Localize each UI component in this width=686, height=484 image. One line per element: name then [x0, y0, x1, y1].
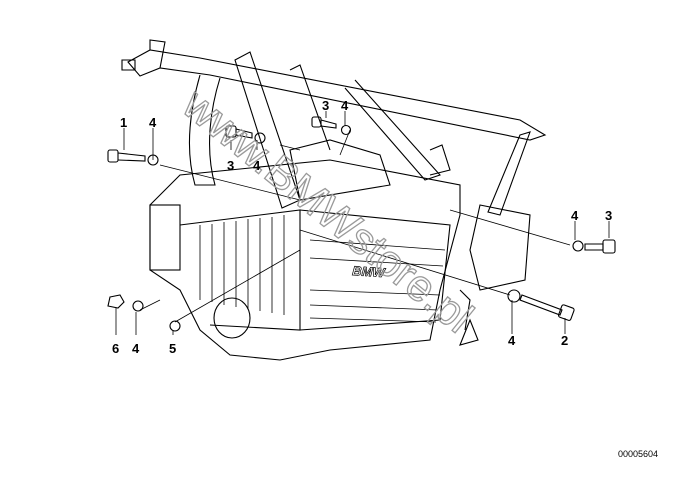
callout-label: 2 — [561, 333, 568, 348]
bolt-3-icon — [311, 116, 337, 129]
callout-label: 3 — [322, 98, 329, 113]
washer-icon — [340, 124, 352, 136]
watermark: www.BMWstore.pl — [173, 79, 482, 342]
frame — [121, 39, 547, 291]
bolt-3-icon — [584, 239, 616, 254]
drawing-number: 00005604 — [618, 449, 659, 459]
washer-icon — [169, 320, 181, 332]
bolt-3-icon — [225, 125, 253, 139]
callout-label: 4 — [132, 341, 140, 356]
leader-lines — [115, 111, 610, 335]
callout-label: 6 — [112, 341, 119, 356]
engine-badge: BMW — [352, 263, 387, 280]
callout-label: 4 — [508, 333, 516, 348]
washer-icon — [572, 240, 584, 252]
callout-label: 1 — [120, 115, 127, 130]
callout-label: 4 — [149, 115, 157, 130]
nut-icon — [107, 294, 125, 309]
callouts: 1 4 3 4 3 4 4 3 4 2 6 4 5 — [112, 98, 612, 356]
callout-label: 4 — [571, 208, 579, 223]
washer-icon — [254, 132, 266, 144]
bolt-1-icon — [107, 149, 146, 163]
washer-icon — [132, 300, 144, 312]
callout-label: 4 — [341, 98, 349, 113]
fasteners — [107, 116, 616, 332]
engine: BMW — [149, 139, 479, 361]
washer-icon — [507, 289, 521, 303]
callout-label: 4 — [253, 158, 261, 173]
washer-icon — [147, 154, 159, 166]
callout-label: 3 — [227, 158, 234, 173]
bolt-2-icon — [519, 294, 575, 321]
callout-label: 3 — [605, 208, 612, 223]
callout-label: 5 — [169, 341, 176, 356]
